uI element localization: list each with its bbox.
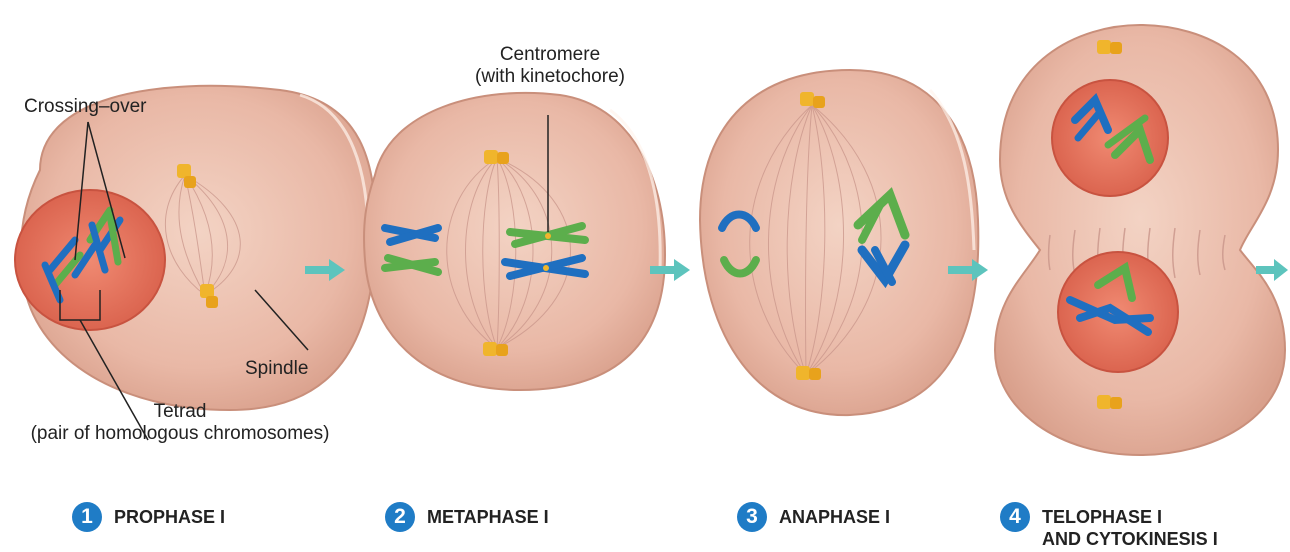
centrosome [1097, 395, 1122, 409]
stage-name-line2: AND CYTOKINESIS I [1042, 528, 1218, 550]
stage-prophase: 1 PROPHASE I [72, 502, 225, 532]
prophase-cell [15, 86, 376, 440]
stage-name: ANAPHASE I [779, 502, 890, 528]
stage-name: METAPHASE I [427, 502, 549, 528]
step-number-badge: 2 [385, 502, 415, 532]
stage-name: TELOPHASE I [1042, 506, 1218, 528]
stage-metaphase: 2 METAPHASE I [385, 502, 549, 532]
step-number-badge: 4 [1000, 502, 1030, 532]
metaphase-cell [364, 93, 665, 390]
centromere-label-line1: Centromere [470, 44, 630, 66]
centromere-label-line2: (with kinetochore) [470, 66, 630, 88]
stage-name: PROPHASE I [114, 502, 225, 528]
tetrad-label: Tetrad (pair of homologous chromosomes) [0, 401, 360, 445]
crossing-over-label: Crossing–over [24, 96, 147, 118]
stage-name-block: TELOPHASE I AND CYTOKINESIS I [1042, 502, 1218, 550]
spindle-label: Spindle [245, 358, 308, 380]
centromere-label: Centromere (with kinetochore) [470, 44, 630, 88]
stage-anaphase: 3 ANAPHASE I [737, 502, 890, 532]
stage-telophase: 4 TELOPHASE I AND CYTOKINESIS I [1000, 502, 1218, 550]
nucleus-top [1052, 80, 1168, 196]
centrosome [483, 342, 508, 356]
anaphase-cell [700, 70, 978, 415]
step-number-badge: 3 [737, 502, 767, 532]
centrosome [796, 366, 821, 380]
tetrad-label-line2: (pair of homologous chromosomes) [0, 423, 360, 445]
telophase-cell [995, 25, 1285, 455]
centrosome [1097, 40, 1122, 54]
tetrad-label-line1: Tetrad [0, 401, 360, 423]
nucleus [15, 190, 165, 330]
step-number-badge: 1 [72, 502, 102, 532]
centrosome [484, 150, 509, 164]
